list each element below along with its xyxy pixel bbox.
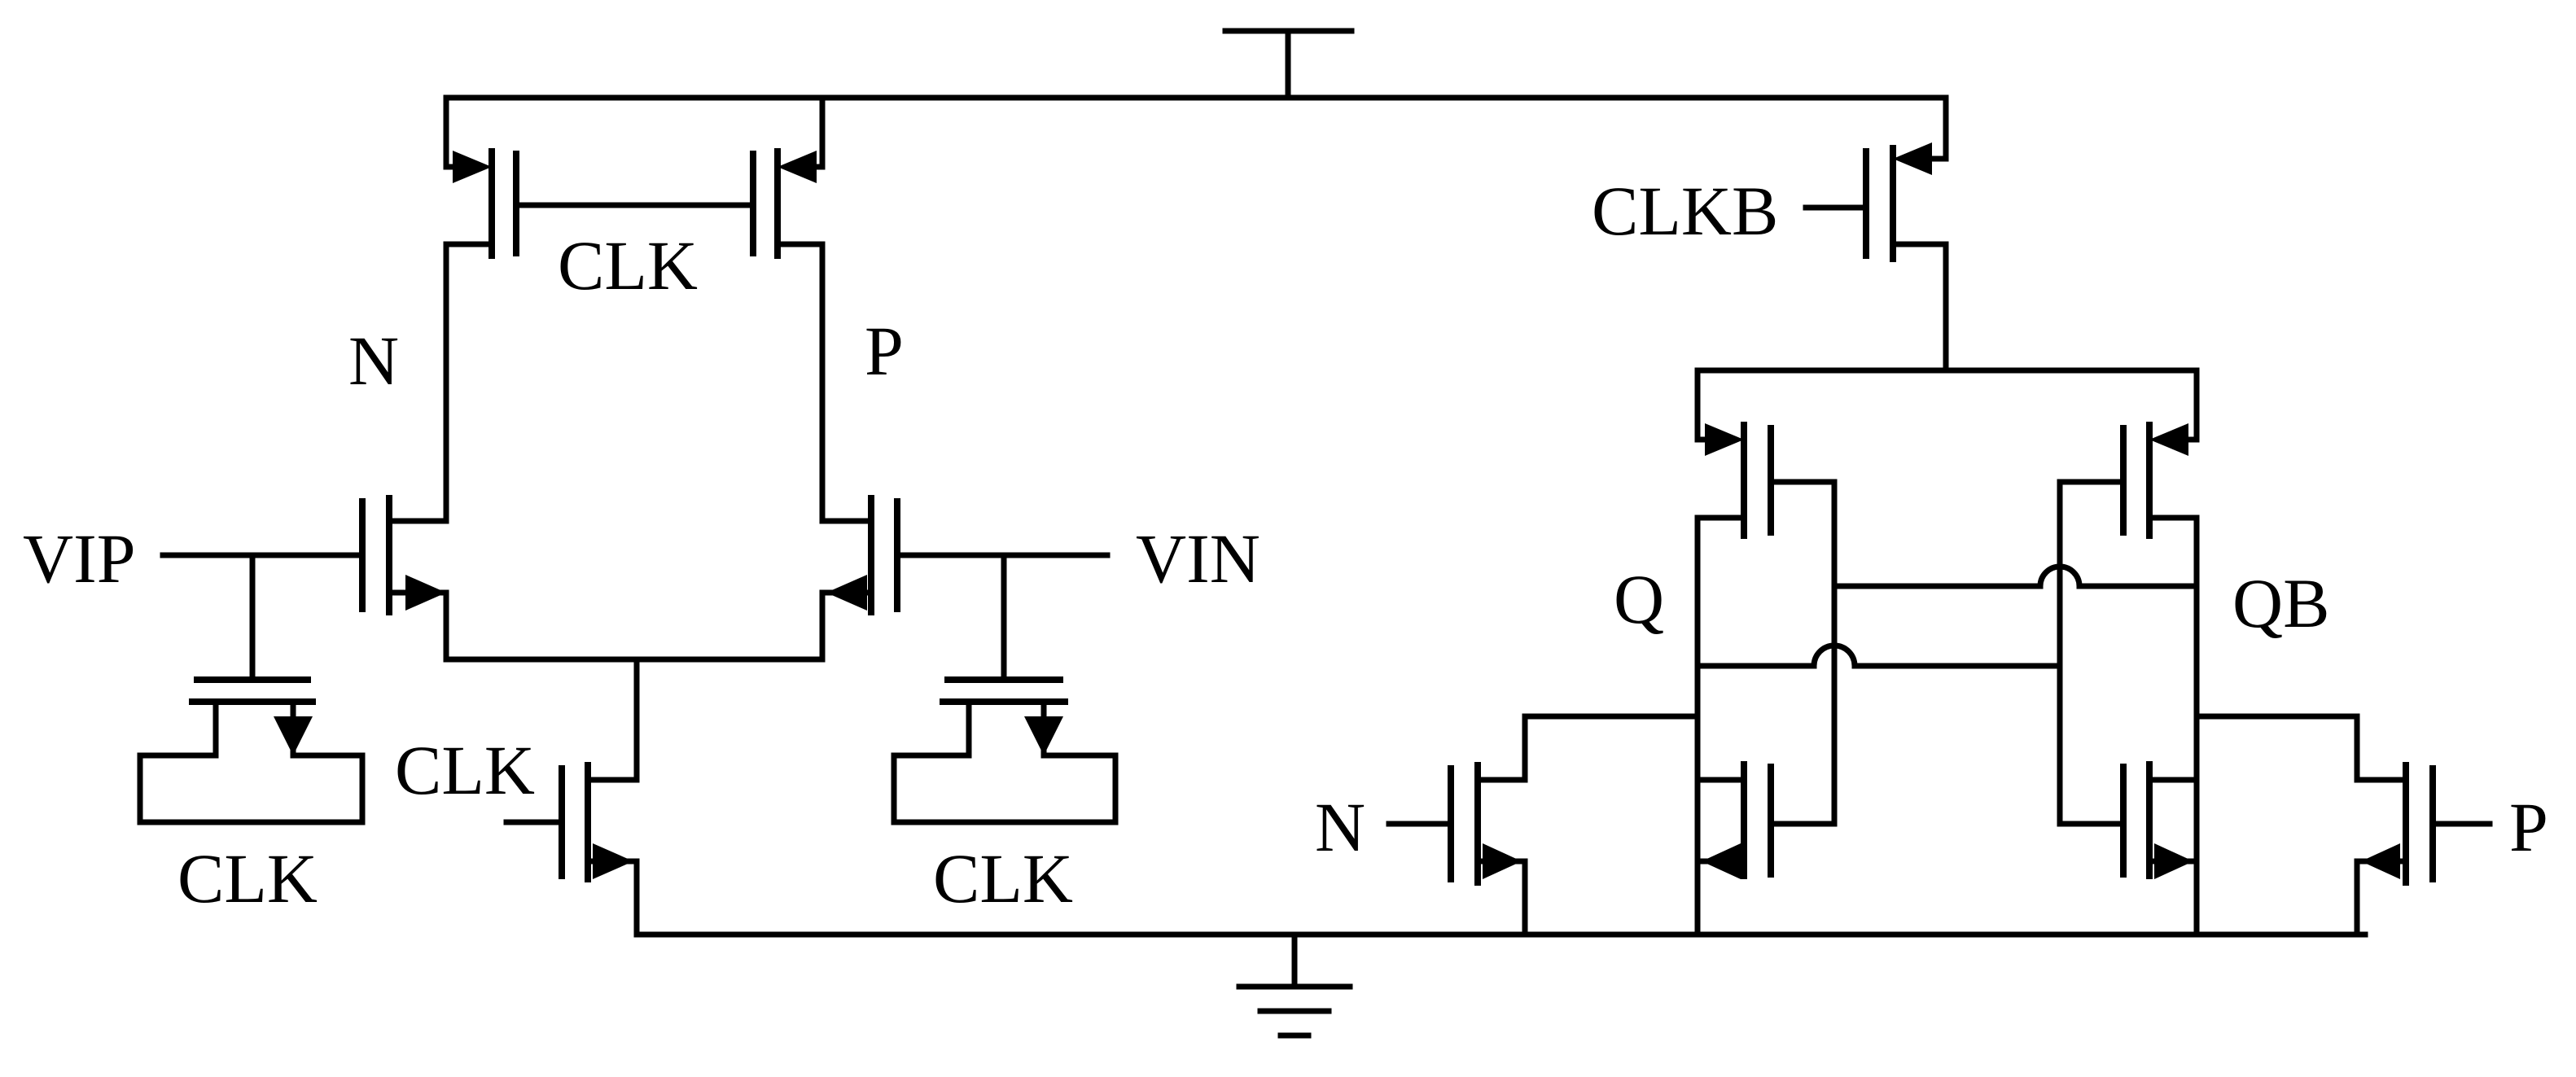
label-clk-tail: CLK [395,731,535,809]
nmos-latch-left [1694,761,1774,879]
nmos-tail [503,762,640,938]
pmos-clkb-tail [1803,142,1949,374]
pmos-latch-right [2057,422,2200,938]
label-vin: VIN [1136,519,1260,598]
label-clk-reset: CLK [558,226,698,304]
latch-cross-coupling [1694,563,2200,669]
label-qb: QB [2232,564,2329,642]
nmos-latch-input-p [2193,713,2493,938]
label-clk-cap-left: CLK [177,839,318,917]
nmos-input-vip [160,440,449,663]
label-clk-cap-right: CLK [933,839,1073,917]
pmos-reset-right [750,148,826,524]
label-clkb: CLKB [1592,172,1778,250]
label-node-n: N [348,322,399,400]
vdd-symbol [1222,28,1355,101]
pmos-latch-left [1694,422,1838,938]
pmos-reset-left [443,148,519,447]
nmos-latch-right [2120,761,2200,879]
nmos-input-vin [819,495,1111,663]
label-latch-n: N [1315,788,1365,866]
label-q: Q [1614,560,1664,638]
input-tail-node [443,656,826,783]
mos-cap-vip [137,552,366,825]
vdd-rail [443,94,1949,170]
label-latch-p: P [2509,788,2548,866]
label-node-p: P [865,312,904,390]
ground-symbol [1236,931,1353,1039]
label-vip: VIP [23,519,136,598]
mos-cap-vin [891,552,1119,825]
nmos-latch-input-n [1386,713,1701,938]
